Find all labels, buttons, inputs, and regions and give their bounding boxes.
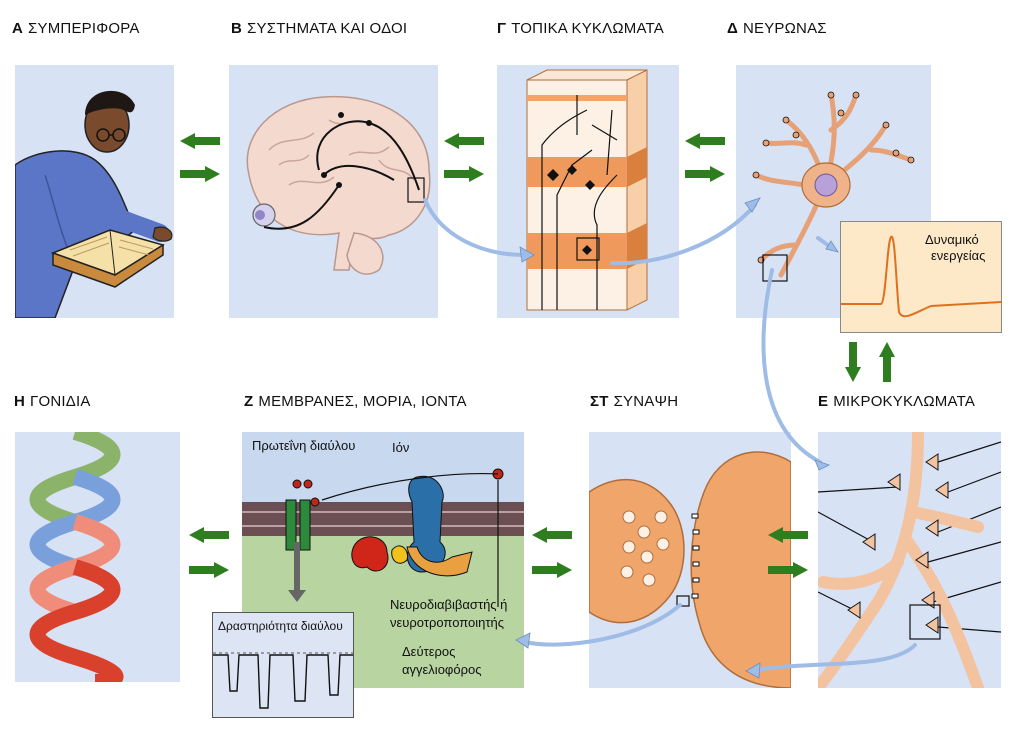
flow-arrow-d-e <box>761 268 822 464</box>
flow-arrow-e-st <box>753 643 917 672</box>
arrow-left-ab <box>180 133 220 149</box>
action-potential-trace <box>841 235 1001 318</box>
arrow-up-de <box>879 342 895 382</box>
arrow-right-e-st <box>768 562 808 578</box>
arrow-right-bc <box>444 166 484 182</box>
arrow-right-cd <box>685 166 725 182</box>
flow-arrow-st-z <box>523 603 682 647</box>
arrow-left-e-st <box>768 527 808 543</box>
action-potential-graph: Δυναμικό ενεργείας <box>840 221 1002 333</box>
synapse-panel <box>589 432 791 688</box>
channel-activity-label: Δραστηριότητα διαύλου <box>218 619 343 633</box>
brain-illustration <box>246 95 431 275</box>
channel-activity-inset: Δραστηριότητα διαύλου <box>212 612 354 718</box>
behavior-panel <box>15 65 174 318</box>
channel-protein-label: Πρωτεΐνη διαύλου <box>252 438 356 453</box>
arrow-down-de <box>845 342 861 382</box>
neurotransmitter-label-2: νευροτροποποιητής <box>390 615 505 630</box>
arrow-left-z-h <box>189 527 229 543</box>
arrow-left-bc <box>444 133 484 149</box>
neuron-illustration <box>752 91 915 282</box>
action-potential-label-1: Δυναμικό <box>925 232 979 247</box>
neurotransmitter-label-1: Νευροδιαβιβαστής ή <box>390 597 508 612</box>
arrow-right-z-h <box>189 562 229 578</box>
local-circuits-panel <box>497 65 679 318</box>
action-potential-label-2: ενεργείας <box>931 248 986 263</box>
microcircuit-illustration <box>818 432 1001 688</box>
flow-arrow-b-c <box>423 198 527 257</box>
arrow-left-st-z <box>532 527 572 543</box>
cortical-column-illustration <box>526 69 648 311</box>
membrane-panel: Πρωτεΐνη διαύλου Ιόν Νευροδιαβιβαστής ή … <box>242 432 524 688</box>
arrow-right-st-z <box>532 562 572 578</box>
arrow-left-cd <box>685 133 725 149</box>
second-messenger-label-2: αγγελιοφόρος <box>402 662 482 677</box>
dna-helix-illustration <box>29 432 124 682</box>
second-messenger-label-1: Δεύτερος <box>402 644 456 659</box>
genes-panel <box>15 432 180 682</box>
ion-label: Ιόν <box>392 440 410 455</box>
flow-arrow-c-d <box>610 203 757 266</box>
brain-systems-panel <box>229 65 438 318</box>
microcircuits-panel <box>818 432 1001 688</box>
arrow-right-ab <box>180 166 220 182</box>
channel-activity-trace <box>213 652 353 709</box>
synapse-illustration <box>589 451 791 688</box>
person-reading-illustration <box>15 90 173 318</box>
